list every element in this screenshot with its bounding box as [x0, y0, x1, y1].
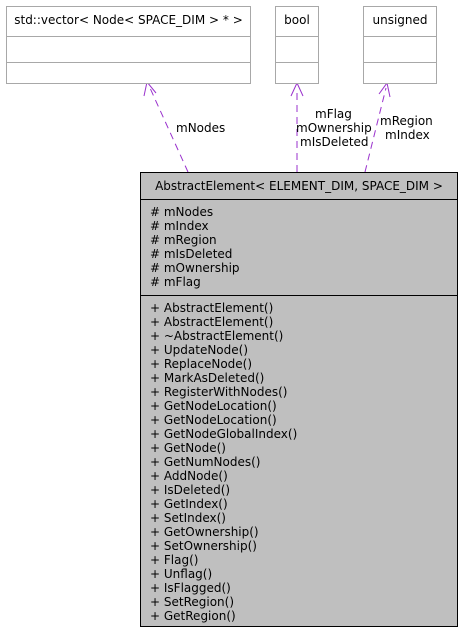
operation-item: + Flag()	[150, 553, 199, 567]
operation-item: + AddNode()	[150, 469, 228, 483]
edge-bool-label-3: mIsDeleted	[300, 135, 369, 149]
operation-item: + IsDeleted()	[150, 483, 231, 497]
operation-item: + GetNumNodes()	[150, 455, 261, 469]
operation-item: + GetRegion()	[150, 609, 236, 623]
edge-unsigned-line	[364, 87, 387, 173]
operation-item: + UpdateNode()	[150, 343, 249, 357]
attribute-item: # mIndex	[150, 219, 209, 233]
edge-bool-label-1: mFlag	[315, 107, 352, 121]
class-box-abstract-element: AbstractElement< ELEMENT_DIM, SPACE_DIM …	[140, 172, 458, 627]
operation-item: + GetOwnership()	[150, 525, 259, 539]
operation-item: + GetNode()	[150, 441, 226, 455]
class-box-vector-operations	[7, 63, 250, 88]
class-box-vector-title: std::vector< Node< SPACE_DIM > * >	[7, 7, 250, 37]
operation-item: + GetNodeLocation()	[150, 413, 277, 427]
class-box-bool-title: bool	[276, 7, 318, 37]
edge-vector-label: mNodes	[176, 121, 226, 135]
attribute-item: # mIsDeleted	[150, 247, 233, 261]
attribute-item: # mNodes	[150, 205, 214, 219]
operation-item: + RegisterWithNodes()	[150, 385, 288, 399]
class-box-unsigned-attributes	[364, 37, 436, 63]
attribute-item: # mOwnership	[150, 261, 240, 275]
class-box-unsigned: unsigned	[363, 6, 437, 84]
class-box-vector: std::vector< Node< SPACE_DIM > * >	[6, 6, 251, 84]
operation-item: + AbstractElement()	[150, 301, 274, 315]
operation-item: + GetIndex()	[150, 497, 228, 511]
class-box-unsigned-operations	[364, 63, 436, 88]
operation-item: + SetRegion()	[150, 595, 235, 609]
operation-item: + ReplaceNode()	[150, 357, 253, 371]
class-box-abstract-element-title: AbstractElement< ELEMENT_DIM, SPACE_DIM …	[141, 173, 457, 200]
edge-bool-label-2: mOwnership	[296, 121, 372, 135]
operation-item: + SetOwnership()	[150, 539, 257, 553]
operation-item: + ~AbstractElement()	[150, 329, 284, 343]
operation-item: + AbstractElement()	[150, 315, 274, 329]
class-box-abstract-element-operations: + AbstractElement() + AbstractElement() …	[141, 296, 457, 623]
edge-vector-line	[149, 87, 189, 173]
attribute-item: # mRegion	[150, 233, 217, 247]
operation-item: + GetNodeGlobalIndex()	[150, 427, 298, 441]
attribute-item: # mFlag	[150, 275, 201, 289]
edge-unsigned-label-2: mIndex	[385, 128, 430, 142]
class-box-unsigned-title: unsigned	[364, 7, 436, 37]
operation-item: + MarkAsDeleted()	[150, 371, 265, 385]
operation-item: + GetNodeLocation()	[150, 399, 277, 413]
operation-item: + SetIndex()	[150, 511, 226, 525]
operation-item: + IsFlagged()	[150, 581, 231, 595]
operation-item: + Unflag()	[150, 567, 213, 581]
class-box-bool-attributes	[276, 37, 318, 63]
class-box-bool: bool	[275, 6, 319, 84]
edge-unsigned-label-1: mRegion	[380, 114, 433, 128]
class-box-vector-attributes	[7, 37, 250, 63]
class-box-abstract-element-attributes: # mNodes # mIndex # mRegion # mIsDeleted…	[141, 200, 457, 296]
class-box-bool-operations	[276, 63, 318, 88]
